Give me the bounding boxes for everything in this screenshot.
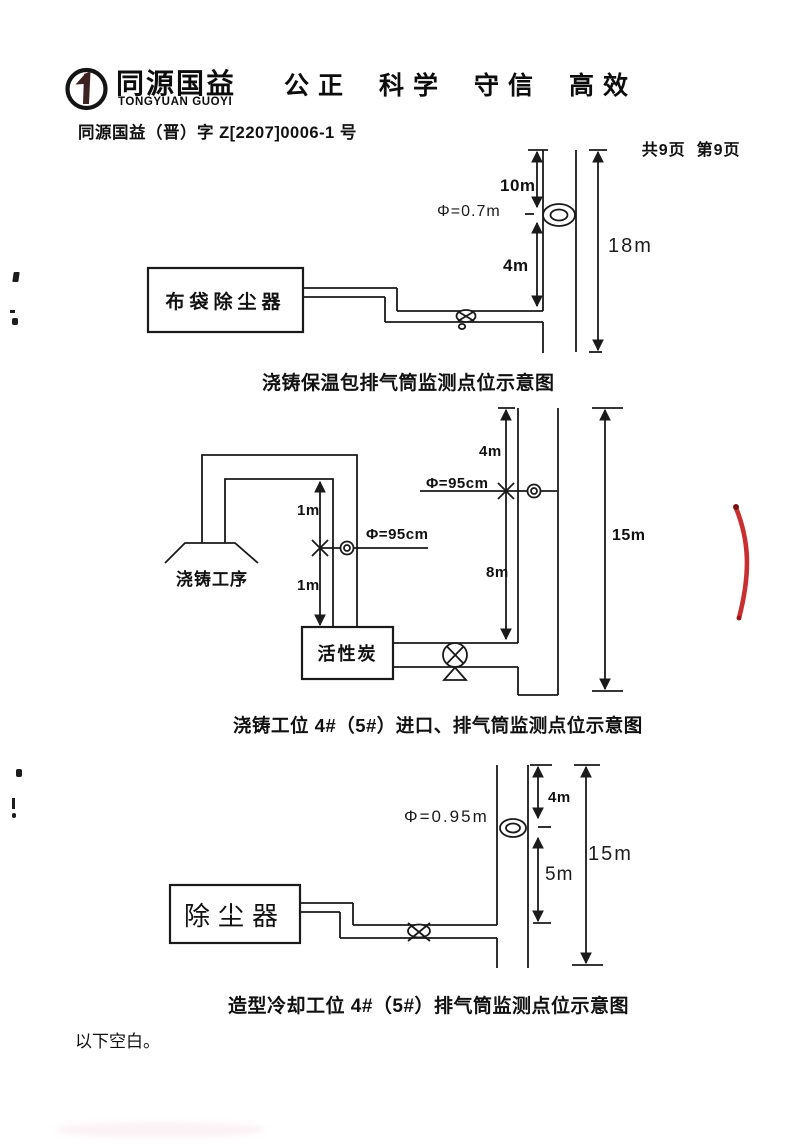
diagram1-monitoring-port-icon xyxy=(542,203,576,227)
slogan-word: 守信 xyxy=(474,72,543,100)
diagram2-stack-dim-upper-label: 4m xyxy=(479,443,502,460)
diagram2-dim-total-label: 15m xyxy=(612,527,646,544)
diagram2-inlet-port-icon xyxy=(339,540,355,556)
diagram3-dim-upper-label: 4m xyxy=(548,789,571,806)
document-number: 同源国益（晋）字 Z[2207]0006-1 号 xyxy=(78,124,357,142)
diagram1-stack xyxy=(542,150,577,353)
diagram3-valve-icon xyxy=(407,922,431,942)
diagram1-duct xyxy=(303,287,543,323)
scan-artifact xyxy=(10,310,15,313)
scan-artifact xyxy=(16,769,22,777)
scan-smudge xyxy=(55,1122,265,1138)
diagram3-dimension-total xyxy=(572,764,603,966)
end-of-content-note: 以下空白。 xyxy=(75,1032,160,1051)
diagram3-dim-total-label: 15m xyxy=(588,843,633,865)
diagram3-dim-lower-label: 5m xyxy=(545,864,574,885)
diagram2-stack-dim-lower-label: 8m xyxy=(486,564,509,581)
diagram1-drawing xyxy=(146,149,607,353)
logo-numeral-flag xyxy=(75,74,85,85)
diagram3-duct xyxy=(300,902,497,939)
slogan-word: 高效 xyxy=(569,72,638,100)
diagram3-equipment-label: 除尘器 xyxy=(183,900,286,931)
diagram1-caption: 浇铸保温包排气筒监测点位示意图 xyxy=(262,373,555,394)
diagram2-stack xyxy=(517,408,559,696)
diagram1-dim-upper-label: 10m xyxy=(500,176,536,195)
diagram2-equipment-label: 活性炭 xyxy=(317,644,378,664)
header-slogan: 公正 科学 守信 高效 xyxy=(284,66,637,102)
diagram1-equipment-label: 布袋除尘器 xyxy=(165,291,286,313)
diagram2-hood xyxy=(164,542,259,564)
diagram3-monitoring-port-icon xyxy=(499,818,527,838)
diagram2-valve-icon xyxy=(442,642,468,681)
scan-artifact xyxy=(12,813,16,818)
slogan-word: 科学 xyxy=(379,72,448,100)
diagram2-inlet-dim-upper-label: 1m xyxy=(297,502,320,519)
diagram1-dimension-left xyxy=(525,149,548,308)
diagram2-caption: 浇铸工位 4#（5#）进口、排气筒监测点位示意图 xyxy=(233,715,643,736)
scan-artifact xyxy=(12,318,18,325)
diagram1-dim-lower-label: 4m xyxy=(503,256,529,275)
logo-ring xyxy=(65,67,108,111)
diagram1-valve-icon xyxy=(455,309,477,330)
diagram3-port-diameter-label: Φ=0.95m xyxy=(404,807,489,826)
page-current: 第9页 xyxy=(696,142,741,159)
diagram2-equipment-box xyxy=(300,625,395,681)
diagram3-equipment-box xyxy=(168,883,302,945)
diagram1-equipment-box xyxy=(146,266,305,334)
brand-name: 同源国益 xyxy=(116,68,237,99)
diagram2-drawing xyxy=(164,407,623,696)
diagram1-dimension-total xyxy=(589,149,607,353)
diagram1-dim-total-label: 18m xyxy=(608,235,653,257)
diagram2-inlet-port-diameter-label: Φ=95cm xyxy=(366,526,429,543)
scan-artifact xyxy=(12,798,15,809)
diagram2-inlet-duct xyxy=(201,454,358,627)
brand-name-en: TONGYUAN GUOYI xyxy=(118,96,233,108)
diagram2-inlet-dim-lower-label: 1m xyxy=(297,577,320,594)
red-stamp-stroke xyxy=(733,504,750,621)
brand-logo-icon-svg xyxy=(65,67,108,111)
diagram2-stack-port-diameter-label: Φ=95cm xyxy=(426,475,489,492)
diagram2-source-label: 浇铸工序 xyxy=(176,570,248,589)
logo-numeral xyxy=(83,71,91,104)
page-info: 共9页 第9页 xyxy=(620,118,740,178)
diagram2-stack-port-icon xyxy=(526,483,542,499)
diagram1-port-diameter-label: Φ=0.7m xyxy=(437,203,501,220)
diagram3-dimension-mid xyxy=(530,764,552,924)
diagram2-inlet-dimension xyxy=(311,480,428,627)
diagram3-drawing xyxy=(168,764,603,968)
brand-logo-icon xyxy=(63,65,110,112)
diagram3-stack xyxy=(496,765,529,968)
pages-total: 共9页 xyxy=(641,142,686,159)
diagram3-caption: 造型冷却工位 4#（5#）排气筒监测点位示意图 xyxy=(228,996,630,1017)
slogan-word: 公正 xyxy=(284,72,353,100)
diagram2-dimension-total xyxy=(592,407,623,692)
